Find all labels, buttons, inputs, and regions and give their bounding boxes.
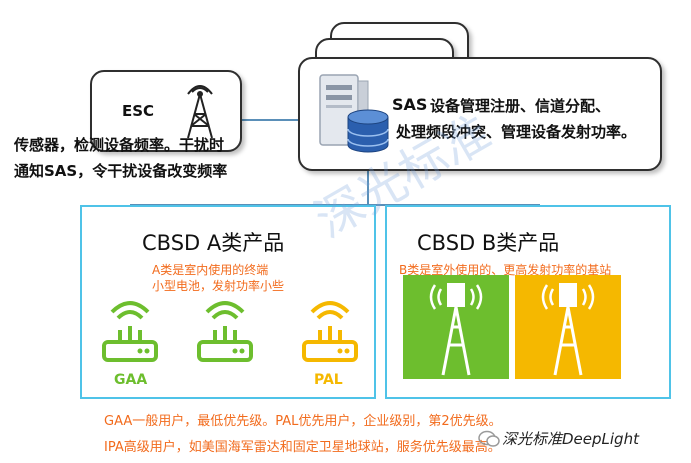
device-label-pal: PAL <box>314 372 343 388</box>
server-database-icon <box>319 74 389 153</box>
esc-label: ESC <box>122 102 155 120</box>
router-icon-pal <box>302 301 358 362</box>
router-icon-gaa-2 <box>197 301 253 362</box>
footer-line2: IPA高级用户，如美国海军雷达和固定卫星地球站，服务优先级最高。 <box>104 440 501 455</box>
category-b-note: B类是室外使用的、更高发射功率的基站 <box>399 263 612 277</box>
device-label-gaa: GAA <box>114 372 148 388</box>
esc-node: ESC <box>90 70 242 152</box>
brand-watermark: 深光标准DeepLight <box>502 430 639 448</box>
base-station-icon-green <box>429 283 483 376</box>
base-station-icon-yellow <box>541 283 595 376</box>
sensor-tower-icon <box>187 85 213 139</box>
sas-label: SAS <box>392 95 428 114</box>
sas-description-line2: 处理频段冲突、管理设备发射功率。 <box>396 123 637 141</box>
category-b-title: CBSD B类产品 <box>417 231 560 255</box>
esc-description-line2: 通知SAS，令干扰设备改变频率 <box>14 162 228 180</box>
category-a-note-line2: 小型电池，发射功率小些 <box>152 279 285 293</box>
esc-description-line1: 传感器，检测设备频率。干扰时 <box>14 136 225 154</box>
router-icon-gaa <box>102 301 158 362</box>
category-a-note-line1: A类是室内使用的终端 <box>152 263 269 277</box>
sas-node: SAS 设备管理注册、信道分配、 处理频段冲突、管理设备发射功率。 <box>298 57 662 171</box>
footer-line1: GAA一般用户，最低优先级。PAL优先用户，企业级别，第2优先级。 <box>104 414 502 429</box>
sas-description-line1: 设备管理注册、信道分配、 <box>430 97 611 115</box>
wechat-logo-icon <box>478 430 500 447</box>
category-a-title: CBSD A类产品 <box>142 231 285 255</box>
